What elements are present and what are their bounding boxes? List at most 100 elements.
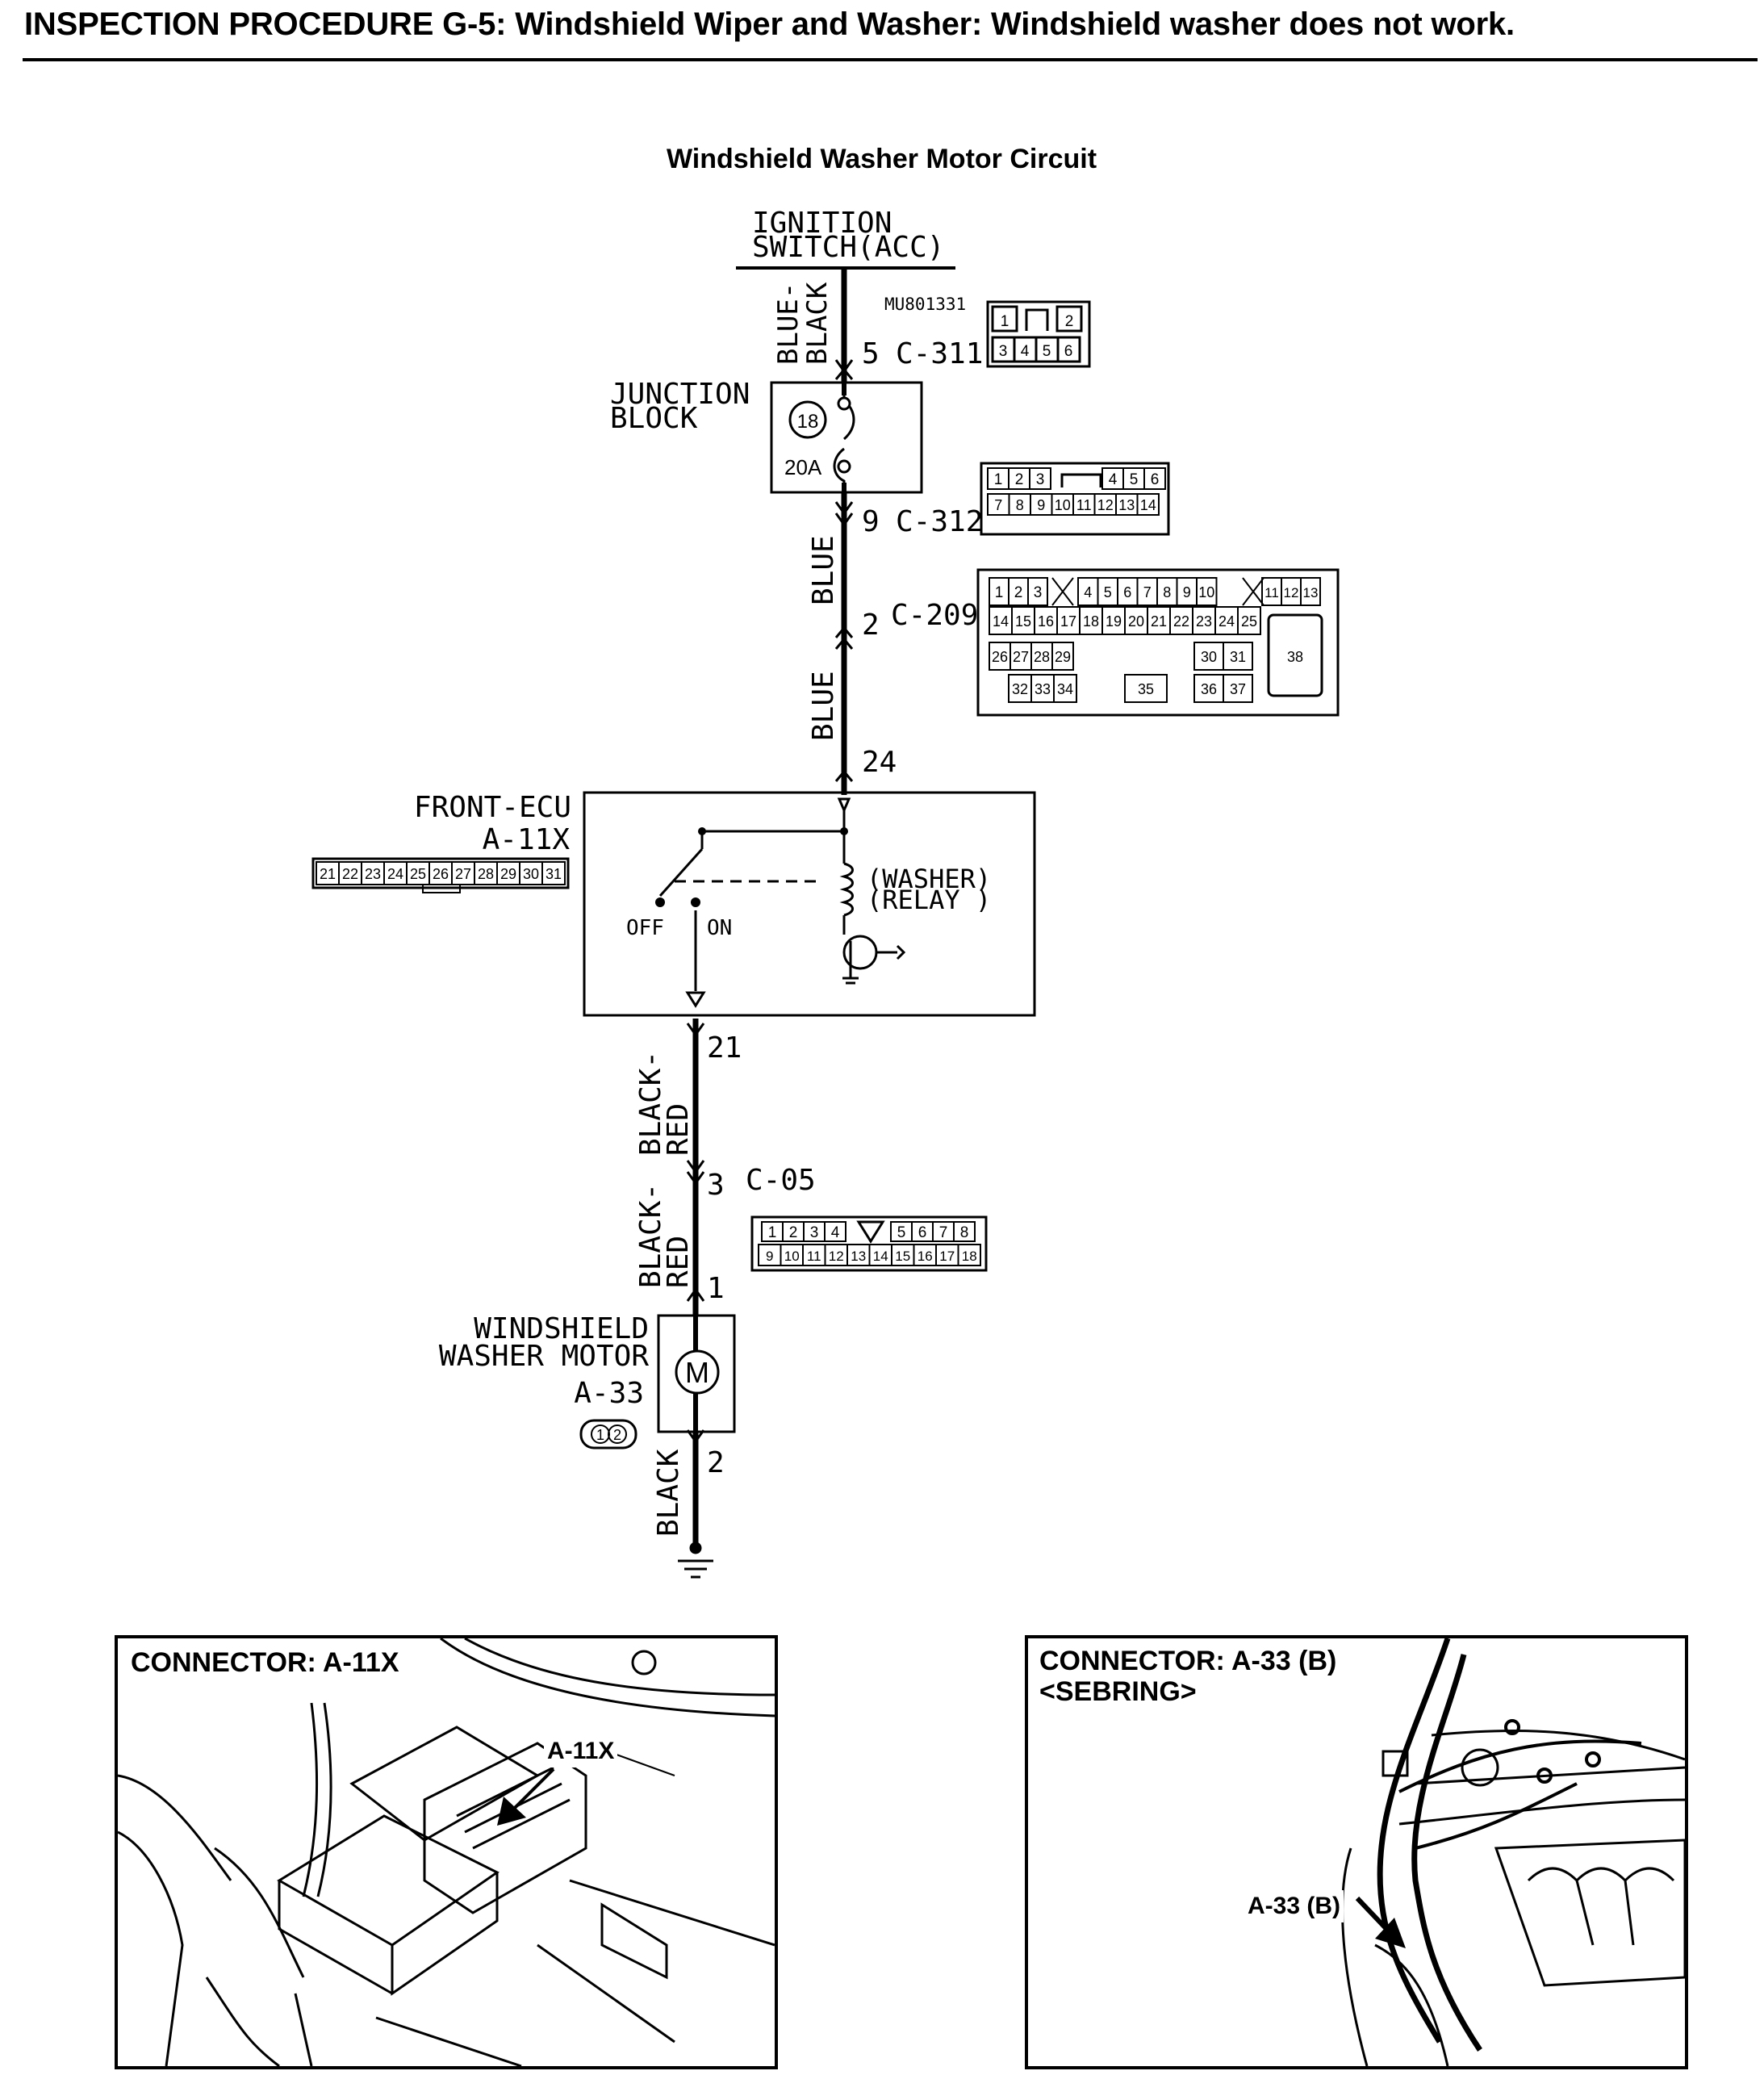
wire-label-blue-black-2: BLACK	[801, 282, 834, 365]
c05-cell-label: 3	[810, 1224, 819, 1241]
c312-cell-label: 6	[1151, 471, 1160, 488]
c312-cell-label: 8	[1016, 497, 1024, 513]
front-ecu-connector-cell-label: 24	[387, 866, 403, 882]
diagram-title: Windshield Washer Motor Circuit	[667, 144, 1097, 174]
c05-cell-label: 10	[784, 1249, 800, 1264]
front-ecu-connector-cell-label: 21	[320, 866, 336, 882]
washer-motor-connector-pin: 1	[596, 1427, 604, 1443]
c209-cell-label: 28	[1034, 649, 1050, 665]
c209-cell-label: 37	[1230, 681, 1246, 697]
wire-label-blue-1: BLUE	[807, 535, 840, 605]
c209-cell-label: 25	[1241, 613, 1257, 630]
c312-cell-label: 10	[1055, 497, 1071, 513]
engine-bay-illustration-a33b	[1341, 1638, 1685, 2066]
c209-cell-box	[1300, 577, 1321, 606]
c312-cell-label: 9	[1037, 497, 1045, 513]
c312-cell-label: 1	[994, 471, 1003, 488]
front-ecu-connector-cell-label: 28	[478, 866, 494, 882]
c209-cell-label: 6	[1123, 584, 1131, 600]
c209-cell-label: 7	[1143, 584, 1152, 600]
c209-cell-label: 23	[1196, 613, 1212, 630]
c05-cell-label: 5	[897, 1224, 906, 1241]
c209-cell-label: 13	[1303, 585, 1319, 600]
front-ecu-connector-cell-label: 23	[365, 866, 381, 882]
c05-pin: 3	[707, 1169, 725, 1202]
c209-cell-label: 31	[1230, 649, 1246, 665]
c209-cell-box	[1053, 674, 1077, 703]
c312-cell-box	[1136, 493, 1160, 516]
c312-arrow	[834, 501, 854, 516]
c05-cell-box	[824, 1221, 846, 1242]
c312-cell-label: 4	[1109, 471, 1118, 488]
c209-cell-label: 34	[1057, 681, 1073, 697]
c209-cell-label: 5	[1104, 584, 1112, 600]
c05-cell-label: 6	[918, 1224, 927, 1241]
connector-c209: 2 C-209	[834, 568, 1340, 717]
c209-cell-box	[1196, 577, 1218, 606]
c209-cell-label: 24	[1218, 613, 1235, 630]
washer-motor-connector-pin: 2	[613, 1427, 621, 1443]
c312-cell-label: 14	[1140, 497, 1156, 513]
c209-cell-label: 10	[1198, 584, 1214, 600]
washer-motor-connector	[579, 1419, 637, 1450]
connector-panel-a33b: CONNECTOR: A-33 (B) <SEBRING>	[1025, 1635, 1688, 2069]
c209-name: C-209	[891, 599, 978, 632]
engine-bay-illustration-a11x	[118, 1638, 775, 2066]
front-ecu-pin-in: 24	[862, 746, 897, 779]
c209-cell-label: 38	[1287, 649, 1303, 665]
wire-label-black-red-2a: BLACK-	[634, 1183, 667, 1288]
c05-cell-label: 17	[939, 1249, 955, 1264]
c209-cell-box	[1223, 674, 1253, 703]
ignition-switch-line2: SWITCH(ACC)	[752, 231, 944, 264]
wire-label-black-red-2b: RED	[662, 1236, 695, 1288]
connector-panel-a11x: CONNECTOR: A-11X	[115, 1635, 778, 2069]
switch-on-label: ON	[707, 916, 732, 940]
c311-cell: 5	[1043, 343, 1051, 360]
front-ecu-connector-cell-label: 31	[546, 866, 562, 882]
c209-cell-box	[1237, 606, 1261, 635]
c05-cell-box	[953, 1221, 976, 1242]
washer-motor-name: A-33	[574, 1377, 644, 1410]
c05-cell-label: 1	[768, 1224, 777, 1241]
motor-symbol-circle	[675, 1349, 720, 1395]
front-ecu-connector	[311, 857, 570, 889]
c209-cell-label: 27	[1013, 649, 1029, 665]
front-ecu-connector-cell-label: 22	[342, 866, 358, 882]
connector-c311: 5 C-311 MU801331 1 2 3 4 5 6	[834, 295, 1091, 374]
c311-face	[986, 300, 1091, 368]
c209-cell-label: 12	[1284, 585, 1299, 600]
front-ecu-pin-out: 21	[707, 1031, 742, 1065]
c311-cell: 3	[999, 343, 1008, 360]
c312-cell-label: 5	[1130, 471, 1139, 488]
c05-cell-label: 7	[939, 1224, 948, 1241]
c311-cell: 6	[1064, 343, 1073, 360]
c05-face	[750, 1215, 988, 1272]
c312-cell-box	[1029, 467, 1051, 490]
panel-subtitle-a33b: <SEBRING>	[1039, 1676, 1197, 1707]
connector-c312: 9 C-312	[834, 462, 1170, 538]
c312-cell-box	[1143, 467, 1166, 490]
c311-name: C-311	[896, 337, 983, 370]
page-title: INSPECTION PROCEDURE G-5: Windshield Wip…	[24, 6, 1515, 42]
c209-cell-label: 30	[1201, 649, 1217, 665]
c312-cell-label: 13	[1118, 497, 1135, 513]
c311-pin: 5	[862, 337, 880, 370]
c312-pin: 9	[862, 505, 880, 538]
c209-cell-label: 22	[1173, 613, 1189, 630]
c05-cell-label: 8	[960, 1224, 969, 1241]
c05-cell-label: 9	[766, 1249, 773, 1264]
c209-cell-label: 11	[1264, 585, 1279, 600]
c209-cell-label: 3	[1034, 584, 1043, 601]
c209-cell-label: 14	[993, 613, 1009, 630]
c209-arrow	[834, 625, 854, 638]
panel-title-a11x: CONNECTOR: A-11X	[131, 1647, 399, 1678]
c05-cell-box	[957, 1244, 981, 1266]
callout-arrow	[1355, 1896, 1390, 1933]
c209-cell-label: 32	[1012, 681, 1028, 697]
c209-cell-box	[1124, 674, 1168, 703]
c312-cell-label: 2	[1015, 471, 1024, 488]
ground-symbol	[678, 1542, 713, 1579]
